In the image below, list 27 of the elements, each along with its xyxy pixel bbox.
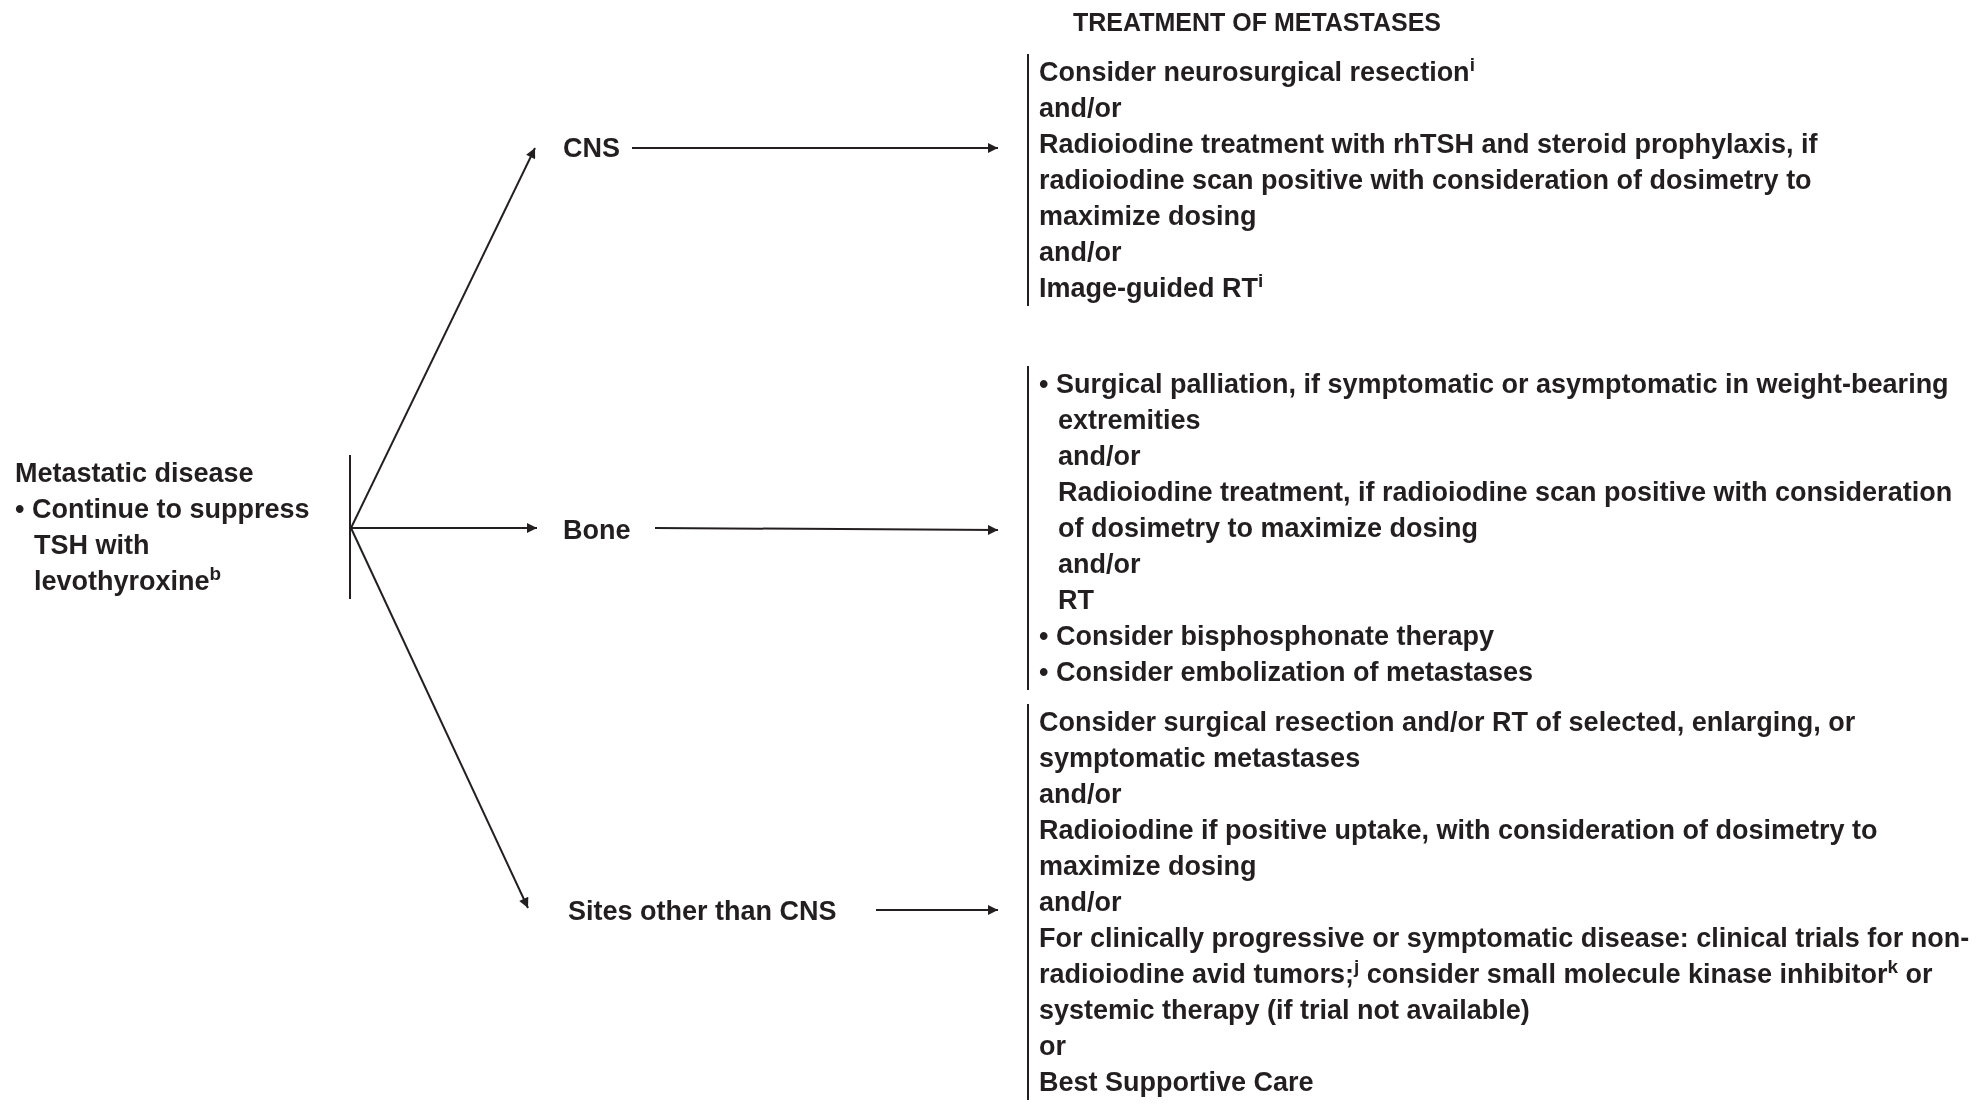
bracketed-text-block <box>15 455 351 599</box>
arrow <box>654 524 999 535</box>
text-line: RT <box>1057 584 1095 617</box>
text-line: Sites other than CNS <box>568 895 838 928</box>
arrow <box>350 527 529 909</box>
arrow <box>350 147 536 529</box>
text-line: • Consider bisphosphonate therapy <box>1039 620 1495 653</box>
text-line: • Continue to suppress TSH with levothyroxine$^{b}$ <box>15 493 311 598</box>
text-line: Bone <box>563 514 632 547</box>
text-line: and/or <box>1057 440 1142 473</box>
text-line: or <box>1039 1030 1067 1063</box>
text-line: and/or <box>1039 886 1123 919</box>
text-line: Metastatic disease <box>15 457 255 490</box>
text-line: and/or <box>1039 236 1123 269</box>
text-line: and/or <box>1057 548 1142 581</box>
column-heading: TREATMENT OF METASTASES <box>1073 8 1442 37</box>
text-line: and/or <box>1039 778 1123 811</box>
arrow <box>875 905 999 915</box>
text-line: For clinically progressive or symptomatic disease: clinical trials for non-radioiodine avid tumors;$^{j}$ consider small molecule kinase inhibitor$^{k}$ or systemic therapy (if trial not available) <box>1039 922 1971 1027</box>
text-line: Consider neurosurgical resection$^{i}$ <box>1039 54 1476 89</box>
text-line: • Consider embolization of metastases <box>1039 656 1535 689</box>
text-line: and/or <box>1039 92 1123 125</box>
text-line: CNS <box>563 132 621 165</box>
arrow <box>350 523 538 533</box>
text-line: Image-guided RT$^{i}$ <box>1039 270 1265 305</box>
arrow <box>631 143 999 153</box>
text-line: Best Supportive Care <box>1039 1066 1315 1099</box>
